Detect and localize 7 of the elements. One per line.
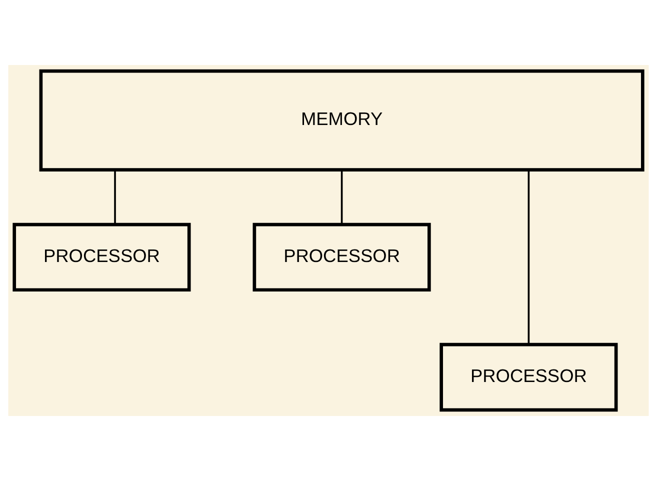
node-box: PROCESSOR xyxy=(12,222,191,292)
node-box: PROCESSOR xyxy=(252,222,431,292)
connector xyxy=(340,170,343,224)
node-box: MEMORY xyxy=(39,69,644,172)
node-box: PROCESSOR xyxy=(440,342,618,412)
connector xyxy=(114,170,116,224)
connector xyxy=(528,170,530,344)
